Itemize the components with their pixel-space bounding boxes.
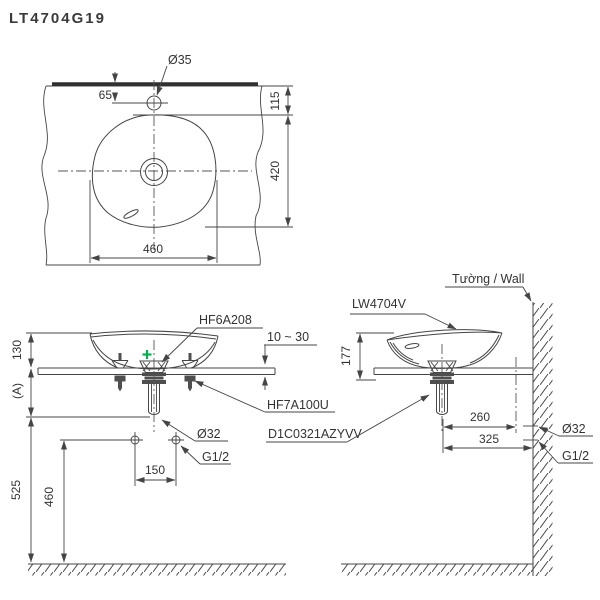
dim-supply-height: 460 [42, 487, 56, 507]
page-title: LT4704G19 [9, 10, 106, 27]
dim-hole-offset: 65 [99, 88, 113, 102]
wall [532, 302, 553, 576]
front-view: 130 (A) 525 460 150 HF6A208 10 ~ 30 HF7A… [9, 313, 335, 576]
dim-back-to-basin: 115 [268, 91, 282, 110]
bowl-side [386, 329, 503, 369]
leader-fixing-part [194, 380, 266, 413]
counter-outline [41, 85, 264, 266]
bowl-front [89, 330, 219, 370]
label-fixing-part: HF7A100U [267, 398, 329, 412]
leader-trap-part [346, 394, 430, 443]
supply-point-left [127, 432, 143, 448]
label-trap-part: D1C0321AZYVV [268, 427, 362, 441]
label-supply-thread-side: G1/2 [562, 449, 589, 463]
drain-hole-inner [145, 163, 163, 181]
leader-basin-part [424, 313, 457, 330]
dim-bowl-height: 130 [10, 340, 24, 360]
label-supply-thread-front: G1/2 [202, 450, 229, 464]
dim-supply-spacing: 150 [145, 463, 165, 477]
drain-hole-outer [140, 158, 168, 186]
label-basin-part: LW4704V [352, 297, 407, 311]
label-drain-dia-side: Ø32 [562, 422, 586, 436]
label-wall: Tường / Wall [452, 272, 524, 286]
dim-drain-outlet-height: 525 [9, 480, 23, 500]
dim-basin-depth: 420 [268, 161, 282, 181]
overflow-slot-side [404, 343, 420, 349]
side-view: 177 260 325 Tường / Wall LW4704V D1C0321… [266, 272, 593, 576]
top-view: Ø35 65 115 420 460 [41, 53, 293, 266]
fixing-bolt-right [181, 353, 199, 392]
dim-faucet-hole-dia: Ø35 [168, 53, 192, 67]
drain-position-marker [142, 350, 152, 359]
basin-outline [91, 114, 217, 228]
label-drain-part: HF6A208 [199, 313, 252, 327]
leader-faucet-hole [156, 65, 168, 96]
floor-left [28, 563, 286, 576]
leader-wall [522, 286, 532, 302]
supply-point-right [168, 432, 184, 448]
fixing-bolt-left [111, 353, 129, 392]
label-counter-thickness: 10 ~ 30 [267, 330, 309, 344]
leader-drain-part [161, 327, 198, 363]
overflow-slot [123, 209, 139, 219]
dim-basin-width: 460 [143, 242, 163, 256]
dim-drain-to-faucet: 260 [470, 410, 490, 424]
dim-bowl-height-side: 177 [339, 346, 353, 366]
dim-counter-to-drain: (A) [10, 383, 24, 399]
floor-right [341, 563, 533, 576]
label-drain-dia-front: Ø32 [197, 427, 221, 441]
dim-drain-to-wall: 325 [479, 432, 499, 446]
